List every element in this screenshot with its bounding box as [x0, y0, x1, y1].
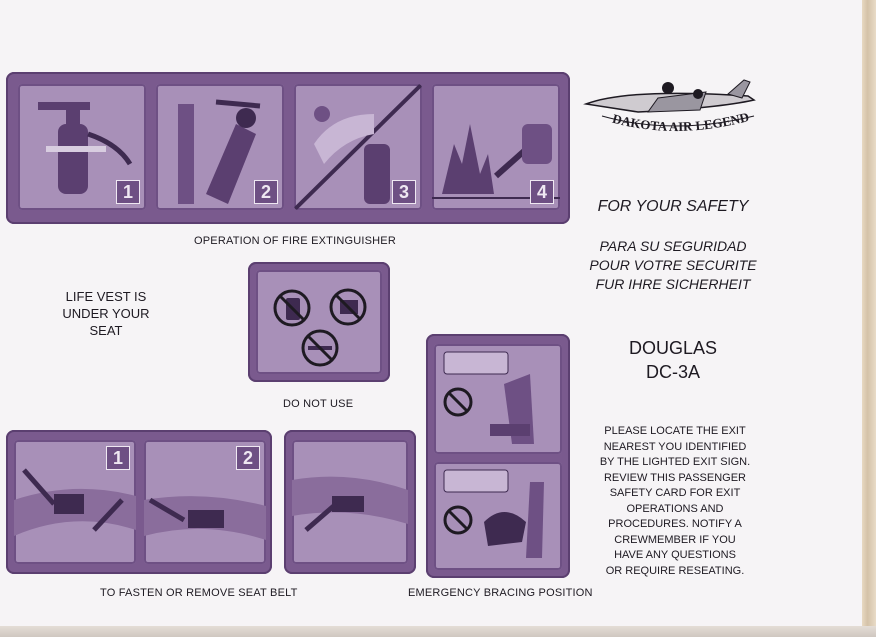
fire-extinguisher-step-4: 4 — [432, 84, 560, 210]
notice-line: SAFETY CARD FOR EXIT — [609, 487, 741, 499]
seat-belt-panel: 1 2 — [6, 430, 272, 574]
life-vest-line: LIFE VEST IS — [65, 289, 147, 304]
notice-line: OR REQUIRE RESEATING. — [605, 564, 745, 577]
safety-translation: PARA SU SEGURIDAD — [599, 238, 747, 254]
safety-title: FOR YOUR SAFETY — [597, 198, 749, 215]
seat-belt-step-1: 1 — [14, 440, 136, 564]
seat-belt-panel-extra — [284, 430, 416, 574]
seat-belt-step-2: 2 — [144, 440, 266, 564]
fire-extinguisher-panel: 1 2 3 — [6, 72, 570, 224]
no-electronic-device-icon — [329, 288, 367, 326]
step-number: 2 — [236, 446, 260, 470]
fire-extinguisher-step-2: 2 — [156, 84, 284, 210]
aircraft-make: DOUGLAS — [628, 338, 718, 358]
notice-line: HAVE ANY QUESTIONS — [614, 549, 736, 561]
svg-text:DAKOTA AIR LEGEND: DAKOTA AIR LEGEND — [611, 109, 751, 134]
brace-position-icon — [443, 469, 544, 558]
exit-notice: PLEASE LOCATE THE EXIT NEAREST YOU IDENT… — [584, 424, 766, 579]
safety-translation: POUR VOTRE SECURITE — [589, 257, 757, 273]
fire-extinguisher-step-3: 3 — [294, 84, 422, 210]
aircraft-type: DC-3A — [645, 362, 700, 382]
bracing-tile-lower — [434, 462, 562, 570]
bracing-tile-upper — [434, 344, 562, 454]
safety-card: 1 2 3 — [0, 0, 862, 626]
seat-belt-icon — [144, 496, 266, 540]
extinguisher-icon — [294, 84, 422, 210]
bracing-caption: EMERGENCY BRACING POSITION — [408, 587, 593, 599]
notice-line: BY THE LIGHTED EXIT SIGN. — [599, 456, 751, 468]
fire-icon — [432, 124, 560, 199]
brace-position-icon — [443, 351, 534, 444]
notice-line: OPERATIONS AND — [626, 502, 724, 515]
notice-line: PROCEDURES. NOTIFY A — [608, 518, 742, 530]
step-number: 1 — [106, 446, 130, 470]
notice-line: CREWMEMBER IF YOU — [614, 533, 736, 546]
no-smoking-icon — [301, 329, 339, 367]
step-number: 1 — [116, 180, 140, 204]
logo-text: DAKOTA AIR LEGEND — [611, 109, 751, 134]
life-vest-line: UNDER YOUR — [62, 306, 150, 321]
safety-translations: PARA SU SEGURIDAD POUR VOTRE SECURITE FU… — [578, 237, 768, 294]
seat-belt-step-3 — [292, 440, 408, 564]
bracing-panel — [426, 334, 570, 578]
extinguisher-icon — [38, 102, 133, 194]
safety-translation: FUR IHRE SICHERHEIT — [595, 276, 751, 292]
fire-extinguisher-caption: OPERATION OF FIRE EXTINGUISHER — [194, 235, 396, 247]
no-phone-icon — [273, 289, 311, 327]
card-edge-bottom — [0, 626, 876, 637]
seat-belt-icon — [292, 476, 408, 532]
step-number: 4 — [530, 180, 554, 204]
do-not-use-panel — [248, 262, 390, 382]
seat-belt-caption: TO FASTEN OR REMOVE SEAT BELT — [100, 587, 298, 599]
notice-line: REVIEW THIS PASSENGER — [603, 471, 746, 484]
step-number: 2 — [254, 180, 278, 204]
do-not-use-caption: DO NOT USE — [283, 398, 354, 410]
life-vest-notice: LIFE VEST IS UNDER YOUR SEAT — [56, 288, 156, 339]
notice-line: NEAREST YOU IDENTIFIED — [603, 440, 747, 453]
extinguisher-icon — [178, 99, 261, 204]
dakota-plane-logo: DAKOTA AIR LEGEND — [583, 79, 756, 134]
seat-belt-icon — [14, 468, 136, 536]
do-not-use-tile — [256, 270, 382, 374]
life-vest-line: SEAT — [89, 323, 123, 338]
step-number: 3 — [392, 180, 416, 204]
aircraft-model: DOUGLAS DC-3A — [598, 336, 748, 384]
fire-extinguisher-step-1: 1 — [18, 84, 146, 210]
notice-line: PLEASE LOCATE THE EXIT — [604, 425, 746, 437]
card-edge-right — [862, 0, 876, 637]
